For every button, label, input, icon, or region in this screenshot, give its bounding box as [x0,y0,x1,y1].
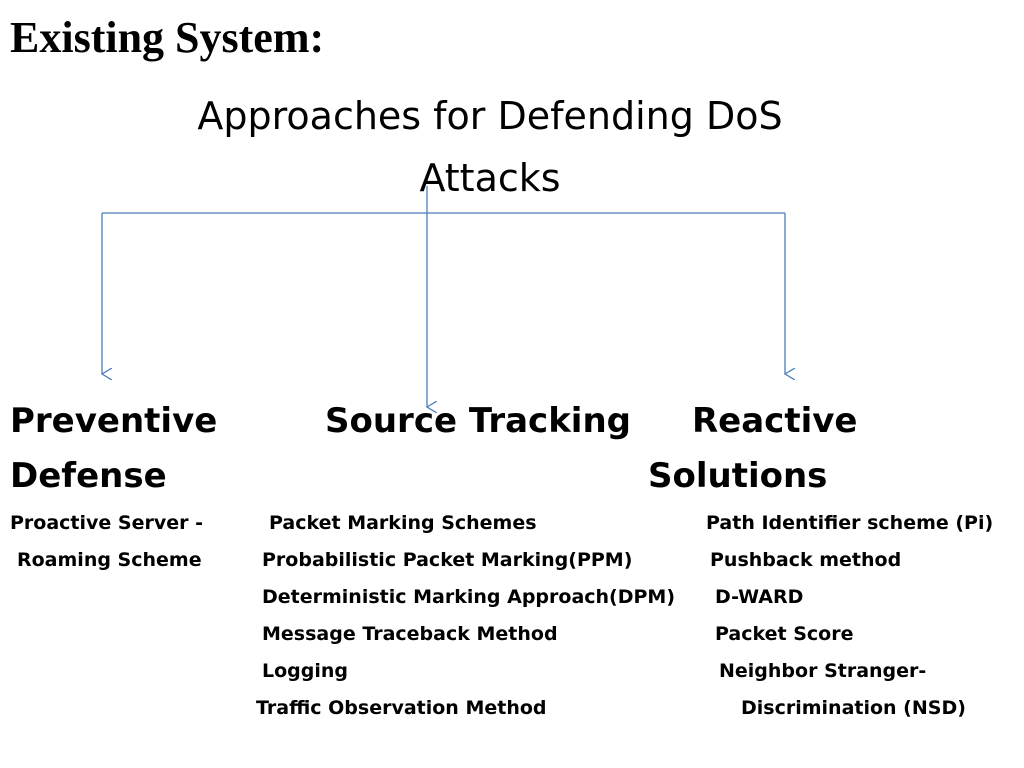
category-source-tracking: Source Tracking [325,401,631,441]
reactive-item: Discrimination (NSD) [741,697,966,719]
reactive-item: Packet Score [715,623,854,645]
reactive-item: Neighbor Stranger- [719,660,927,682]
category-preventive-line-2: Defense [10,456,167,496]
reactive-item: Path Identifier scheme (Pi) [706,512,994,534]
preventive-item: Proactive Server - [10,512,203,534]
slide-heading: Existing System: [10,13,325,62]
category-reactive-line-1: Reactive [692,401,858,441]
preventive-item: Roaming Scheme [17,549,202,571]
source-tracking-item: Probabilistic Packet Marking(PPM) [262,549,633,571]
category-reactive-line-2: Solutions [648,456,828,496]
source-tracking-item: Logging [262,660,349,682]
source-tracking-item: Deterministic Marking Approach(DPM) [262,586,676,608]
source-tracking-item: Message Traceback Method [262,623,558,645]
diagram-title-line-1: Approaches for Defending DoS [197,94,783,138]
source-tracking-item: Traffic Observation Method [256,697,547,719]
category-preventive-line-1: Preventive [10,401,218,441]
reactive-item: D-WARD [715,586,804,608]
reactive-item: Pushback method [710,549,902,571]
source-tracking-item: Packet Marking Schemes [269,512,537,534]
diagram-title-line-2: Attacks [419,156,561,200]
